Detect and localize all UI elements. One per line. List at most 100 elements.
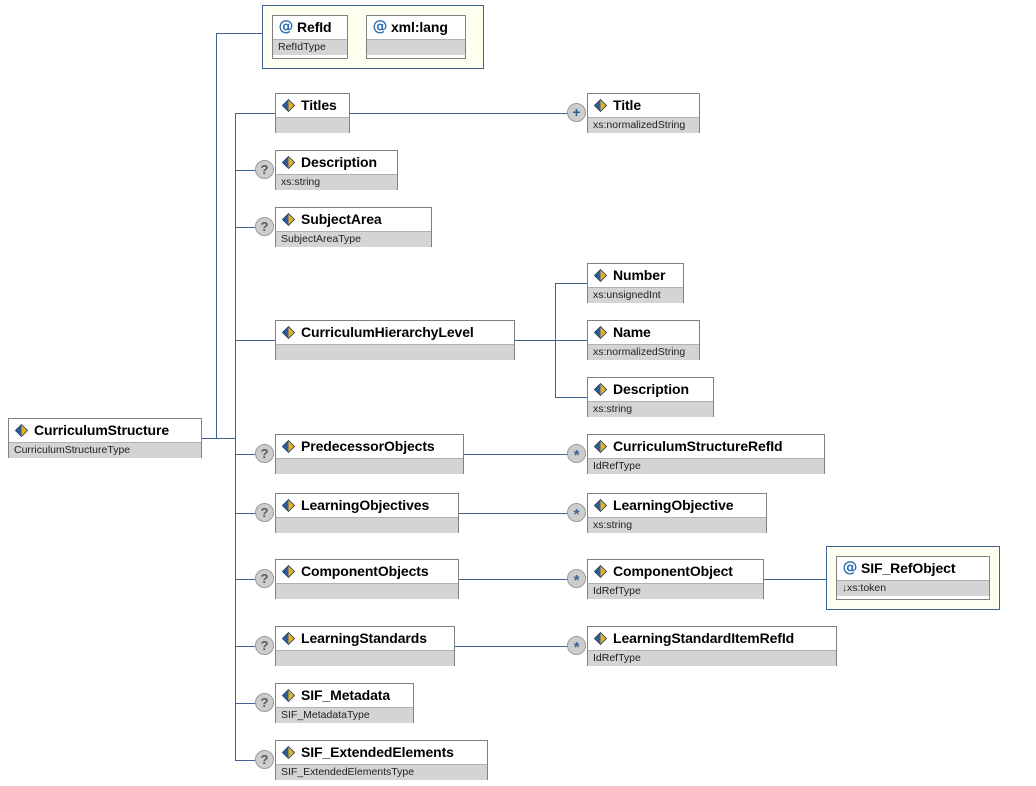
optional-marker[interactable]: ? [255, 217, 274, 236]
node-name: ComponentObjects [276, 560, 458, 583]
node-type [276, 650, 454, 666]
node-curriculumstructure[interactable]: CurriculumStructure CurriculumStructureT… [8, 418, 202, 458]
node-name: LearningObjective [588, 494, 766, 517]
optional-marker[interactable]: ? [255, 160, 274, 179]
optional-marker[interactable]: ? [255, 503, 274, 522]
element-icon [281, 98, 296, 113]
element-icon [593, 498, 608, 513]
node-name: Number [588, 264, 683, 287]
connector-attribute-branch-vertical [216, 33, 217, 439]
node-name: RefId [273, 16, 347, 39]
node-type: SIF_ExtendedElementsType [276, 764, 487, 780]
node-learningstandards[interactable]: LearningStandards [275, 626, 455, 666]
node-name: PredecessorObjects [276, 435, 463, 458]
node-type: xs:string [276, 174, 397, 190]
node-learningobjectives[interactable]: LearningObjectives [275, 493, 459, 533]
node-name: CurriculumStructureRefId [588, 435, 824, 458]
element-icon [593, 631, 608, 646]
optional-marker[interactable]: ? [255, 569, 274, 588]
node-predecessorobjects[interactable]: PredecessorObjects [275, 434, 464, 474]
node-type: ↓xs:token [837, 580, 989, 596]
repeat-marker[interactable]: * [567, 569, 586, 589]
element-icon [281, 498, 296, 513]
repeat-marker[interactable]: * [567, 444, 586, 464]
element-icon [593, 564, 608, 579]
node-attribute-refid[interactable]: @ RefId RefIdType [272, 15, 348, 59]
node-type: IdRefType [588, 583, 763, 599]
node-type [276, 517, 458, 533]
node-name: Title [588, 94, 699, 117]
optional-marker[interactable]: ? [255, 750, 274, 769]
connector-chl-to-description [555, 397, 588, 398]
connector-root-stub [202, 438, 236, 439]
node-type [276, 117, 349, 133]
node-type: xs:normalizedString [588, 344, 699, 360]
connector-learningobjectives-to-child [459, 513, 569, 514]
node-name: ComponentObject [588, 560, 763, 583]
node-name: LearningStandards [276, 627, 454, 650]
optional-marker[interactable]: ? [255, 636, 274, 655]
connector-to-sif-metadata [235, 703, 255, 704]
node-name: SubjectArea [276, 208, 431, 231]
connector-to-subjectarea [235, 227, 255, 228]
node-type: SubjectAreaType [276, 231, 431, 247]
down-arrow-icon: ↓ [842, 583, 847, 594]
element-icon [281, 155, 296, 170]
node-type [276, 344, 514, 360]
element-icon [281, 564, 296, 579]
expand-plus-marker[interactable]: + [567, 103, 586, 122]
node-name: CurriculumStructure [9, 419, 201, 442]
optional-marker[interactable]: ? [255, 444, 274, 463]
connector-element-branch-vertical [235, 113, 236, 761]
optional-marker[interactable]: ? [255, 693, 274, 712]
node-type [276, 583, 458, 599]
connector-to-learningobjectives [235, 513, 255, 514]
node-componentobjects[interactable]: ComponentObjects [275, 559, 459, 599]
node-attribute-xml-lang[interactable]: @ xml:lang [366, 15, 466, 59]
at-sign-icon: @ [842, 558, 858, 576]
connector-to-curriculumhierarchylevel [235, 340, 276, 341]
node-name: Description [276, 151, 397, 174]
at-sign-icon: @ [372, 17, 388, 35]
connector-to-predecessorobjects [235, 454, 255, 455]
node-type: CurriculumStructureType [9, 442, 201, 458]
element-icon [281, 688, 296, 703]
connector-chl-to-name [555, 340, 588, 341]
node-name: LearningStandardItemRefId [588, 627, 836, 650]
connector-componentobject-to-sifrefobject [764, 579, 836, 580]
element-icon [281, 439, 296, 454]
connector-to-sif-extendedelements [235, 760, 255, 761]
node-type: IdRefType [588, 458, 824, 474]
connector-to-learningstandards [235, 646, 255, 647]
node-name: SIF_RefObject [837, 557, 989, 580]
node-type: xs:string [588, 517, 766, 533]
node-attribute-sif-refobject[interactable]: @ SIF_RefObject ↓xs:token [836, 556, 990, 600]
repeat-marker[interactable]: * [567, 636, 586, 656]
repeat-marker[interactable]: * [567, 503, 586, 523]
connector-componentobjects-to-child [459, 579, 569, 580]
node-name: xml:lang [367, 16, 465, 39]
node-type: xs:unsignedInt [588, 287, 683, 303]
node-name: Name [588, 321, 699, 344]
element-icon [281, 325, 296, 340]
node-type: RefIdType [273, 39, 347, 55]
connector-to-description1 [235, 170, 255, 171]
node-curriculumhierarchylevel[interactable]: CurriculumHierarchyLevel [275, 320, 515, 360]
node-name: CurriculumHierarchyLevel [276, 321, 514, 344]
node-name: SIF_Metadata [276, 684, 413, 707]
node-titles[interactable]: Titles [275, 93, 350, 133]
node-name: SIF_ExtendedElements [276, 741, 487, 764]
